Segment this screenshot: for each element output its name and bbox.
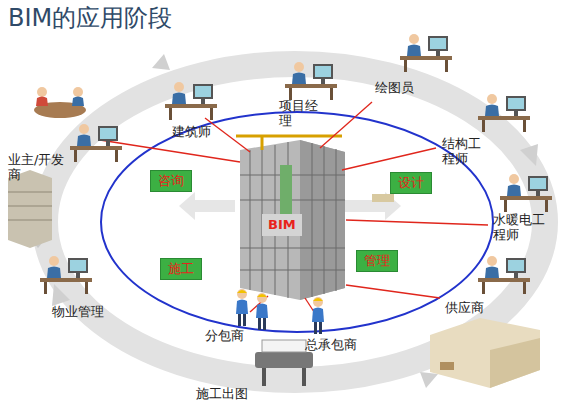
role-label: 供应商 — [445, 300, 484, 315]
phase-label: 管理 — [364, 253, 390, 269]
phase-label: 设计 — [398, 175, 424, 191]
diagram-title: BIM的应用阶段 — [8, 4, 172, 32]
role-label: 施工出图 — [196, 386, 248, 401]
phase-box: 管理 — [356, 250, 398, 272]
phase-label: 咨询 — [158, 173, 184, 189]
role-label: 建筑师 — [172, 124, 211, 139]
phase-box: 施工 — [160, 258, 202, 280]
bim-mark: BIM — [268, 217, 296, 232]
role-label: 物业管理 — [52, 304, 104, 319]
role-label: 业主/开发商 — [8, 152, 72, 182]
role-label: 绘图员 — [375, 80, 414, 95]
role-label: 项目经理 — [279, 98, 323, 128]
phase-box: 咨询 — [150, 170, 192, 192]
role-label: 总承包商 — [305, 337, 357, 352]
phase-box: 设计 — [390, 172, 432, 194]
role-label: 分包商 — [205, 328, 244, 343]
role-label: 结构工程师 — [442, 136, 484, 166]
phase-label: 施工 — [168, 261, 194, 277]
role-label: 水暖电工程师 — [493, 212, 549, 242]
